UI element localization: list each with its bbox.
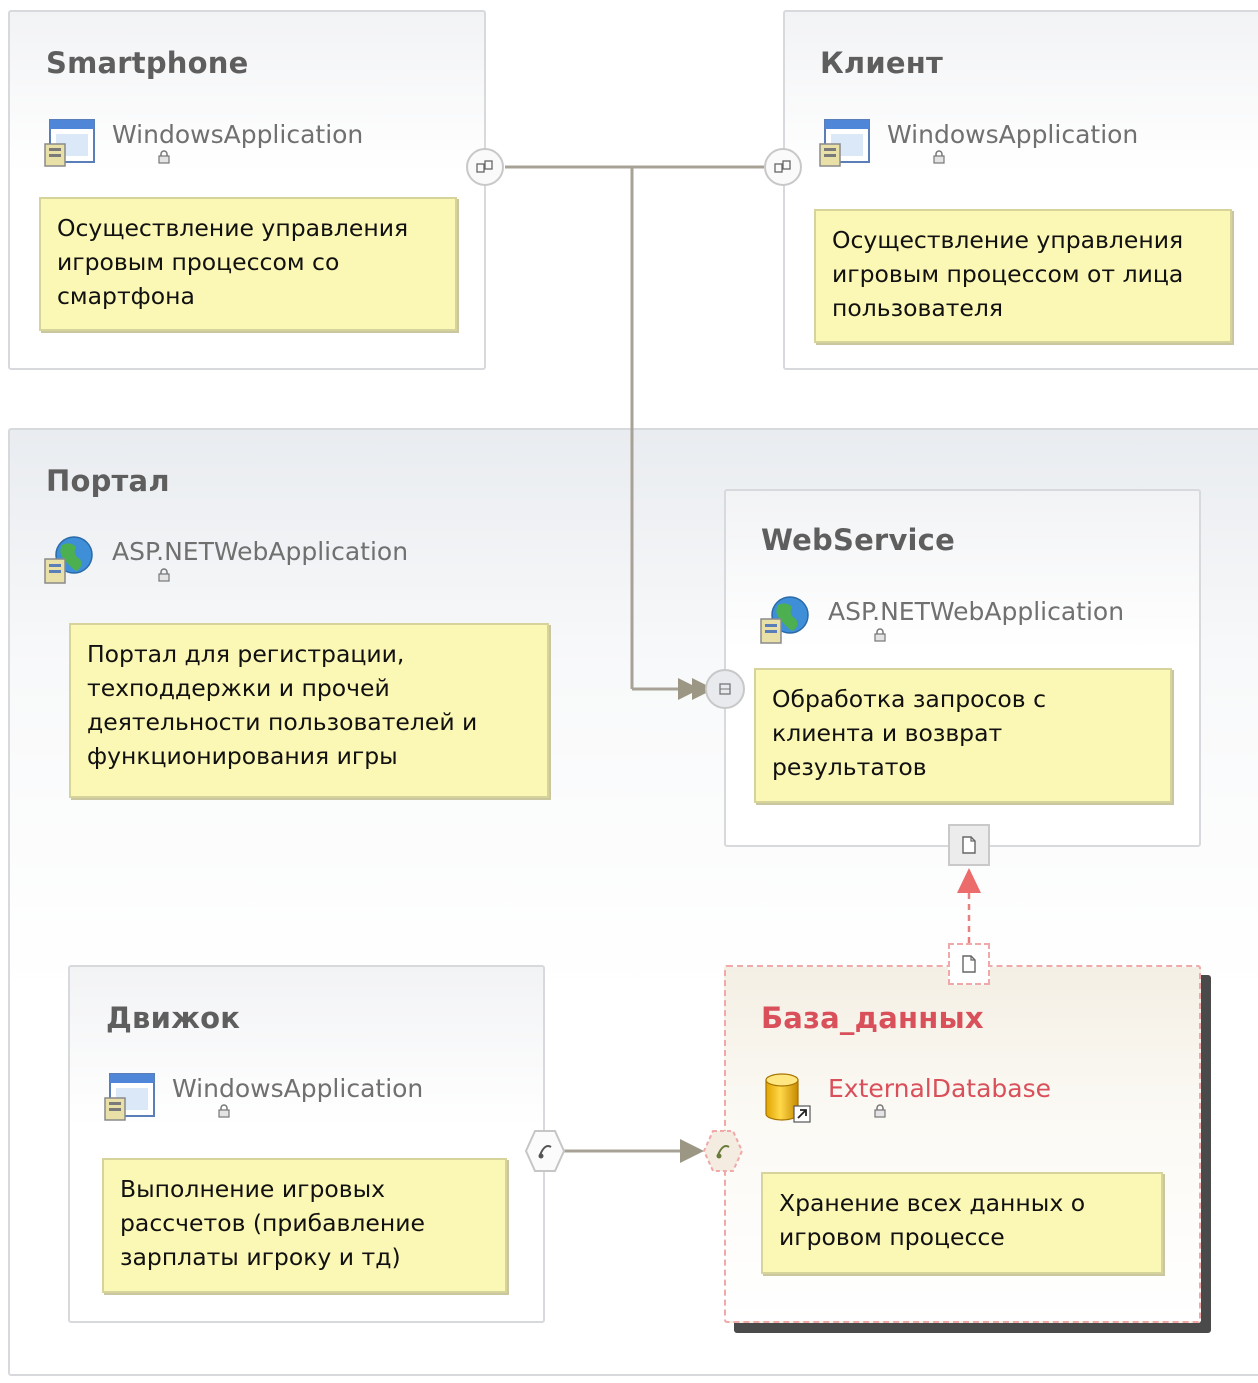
smartphone-note: Осуществление управления игровым процесс… [39,197,457,331]
webservice-app-type: ASP.NETWebApplication [760,595,1124,647]
lock-icon [874,628,886,642]
client-port[interactable] [764,148,802,186]
globe-app-icon [760,596,809,644]
webservice-note: Обработка запросов с клиента и возврат р… [754,668,1172,803]
lock-icon [158,150,170,164]
document-icon [962,955,976,973]
engine-app-type: WindowsApplication [104,1072,423,1124]
port-endpoint-icon [719,683,731,695]
webservice-title: WebService [761,523,955,557]
client-title: Клиент [820,46,943,80]
client-app-type: WindowsApplication [819,118,1138,170]
engine-title: Движок [106,1001,241,1035]
port-endpoint-icon [476,160,493,173]
database-app-type: ExternalDatabase [760,1072,1051,1124]
smartphone-port[interactable] [466,148,504,186]
smartphone-type-label: WindowsApplication [112,120,364,149]
engine-note: Выполнение игровых рассчетов (прибавлени… [102,1158,507,1293]
database-note: Хранение всех данных о игровом процессе [761,1172,1163,1274]
client-note: Осуществление управления игровым процесс… [814,209,1232,343]
portal-type-label: ASP.NETWebApplication [112,537,409,566]
webservice-port[interactable] [705,669,745,709]
engine-port[interactable] [524,1129,566,1173]
lock-icon [933,150,945,164]
webservice-db-port[interactable] [948,824,990,866]
globe-app-icon [44,536,93,584]
document-icon [962,836,976,854]
engine-type-label: WindowsApplication [172,1074,424,1103]
smartphone-app-type: WindowsApplication [44,118,363,170]
database-title: База_данных [761,1001,984,1035]
database-port[interactable] [948,943,990,985]
client-type-label: WindowsApplication [887,120,1139,149]
port-endpoint-icon [774,160,791,173]
lock-icon [158,568,170,582]
portal-note: Портал для регистрации, техподдержки и п… [69,623,549,798]
portal-title: Портал [46,464,170,498]
window-app-icon [819,119,870,167]
portal-app-type: ASP.NETWebApplication [44,535,408,587]
lock-icon [874,1104,886,1118]
database-engine-port[interactable] [702,1129,744,1173]
window-app-icon [44,119,95,167]
database-icon [765,1073,811,1123]
database-type-label: ExternalDatabase [828,1074,1052,1103]
webservice-type-label: ASP.NETWebApplication [828,597,1125,626]
lock-icon [218,1104,230,1118]
smartphone-title: Smartphone [46,46,249,80]
window-app-icon [104,1073,155,1121]
